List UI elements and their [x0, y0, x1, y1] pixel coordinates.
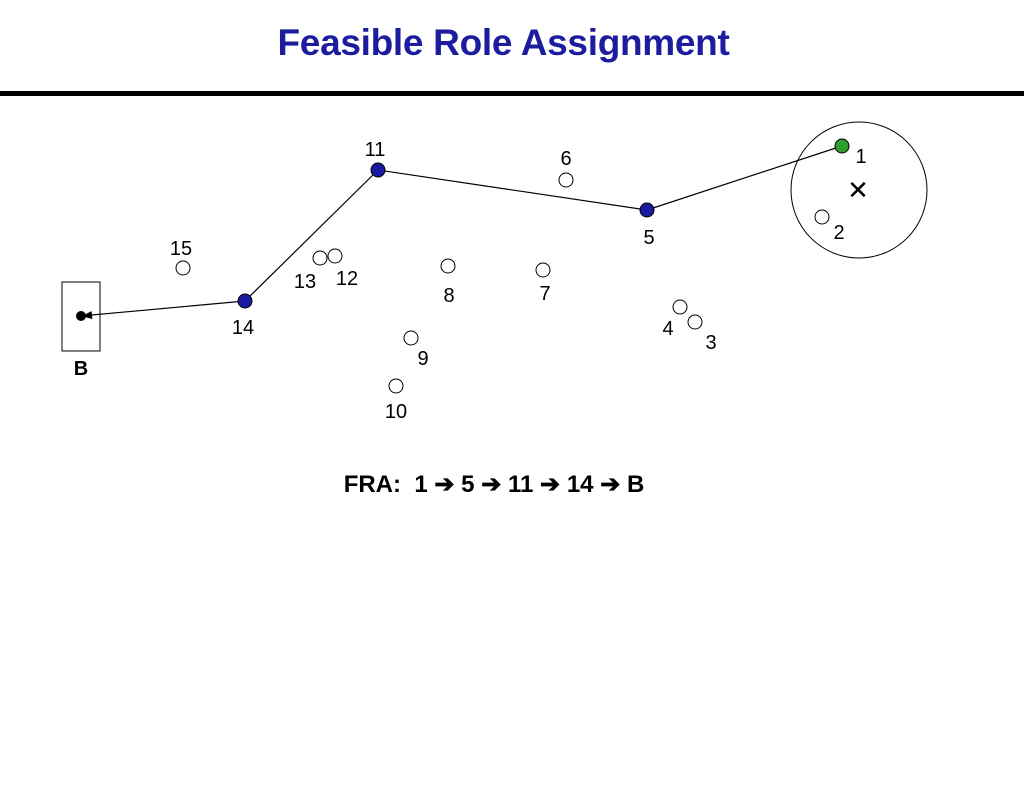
fra-step: 11: [507, 471, 534, 498]
node-12: [327, 248, 343, 264]
node-label-6: 6: [560, 148, 571, 170]
path-arrowhead: [82, 311, 93, 320]
node-label-14: 14: [232, 317, 254, 339]
node-2: [814, 209, 830, 225]
fra-prefix: FRA:: [343, 471, 402, 498]
path-segment-11-14: [244, 169, 379, 302]
node-label-5: 5: [643, 227, 654, 249]
arrow-right-icon: ➔: [600, 471, 621, 498]
node-label-7: 7: [539, 283, 550, 305]
node-label-15: 15: [170, 238, 192, 260]
fra-step: 14: [566, 471, 594, 498]
node-10: [388, 378, 404, 394]
node-14: [237, 293, 253, 309]
path-segment-5-11: [377, 169, 648, 211]
fra-step: 5: [461, 471, 475, 498]
node-label-13: 13: [294, 271, 316, 293]
node-label-3: 3: [705, 332, 716, 354]
path-segment-14-B: [80, 300, 246, 317]
node-11: [370, 162, 386, 178]
slide-title: Feasible Role Assignment: [277, 22, 730, 63]
fra-sequence: FRA: 1 ➔ 5 ➔ 11 ➔ 14 ➔ B: [0, 470, 988, 499]
base-label: B: [74, 358, 88, 380]
target-marker-icon: ✕: [847, 175, 869, 205]
node-label-9: 9: [417, 348, 428, 370]
node-label-11: 11: [365, 139, 386, 161]
assignment-path: [80, 145, 843, 320]
node-6: [558, 172, 574, 188]
base-box: [61, 281, 101, 352]
node-5: [639, 202, 655, 218]
path-segment-1-5: [646, 145, 843, 211]
node-9: [403, 330, 419, 346]
node-7: [535, 262, 551, 278]
node-8: [440, 258, 456, 274]
node-1: [834, 138, 850, 154]
arrow-right-icon: ➔: [481, 471, 502, 498]
node-label-2: 2: [833, 222, 844, 244]
node-label-10: 10: [385, 401, 407, 423]
title-divider: [0, 91, 1024, 96]
node-label-12: 12: [336, 268, 358, 290]
node-label-8: 8: [443, 285, 454, 307]
range-circle: [790, 121, 928, 259]
fra-step: B: [626, 471, 645, 498]
node-15: [175, 260, 191, 276]
arrow-right-icon: ➔: [434, 471, 455, 498]
node-4: [672, 299, 688, 315]
node-label-1: 1: [855, 146, 866, 168]
node-13: [312, 250, 328, 266]
fra-step: 1: [414, 471, 428, 498]
node-label-4: 4: [662, 318, 673, 340]
node-3: [687, 314, 703, 330]
arrow-right-icon: ➔: [540, 471, 561, 498]
